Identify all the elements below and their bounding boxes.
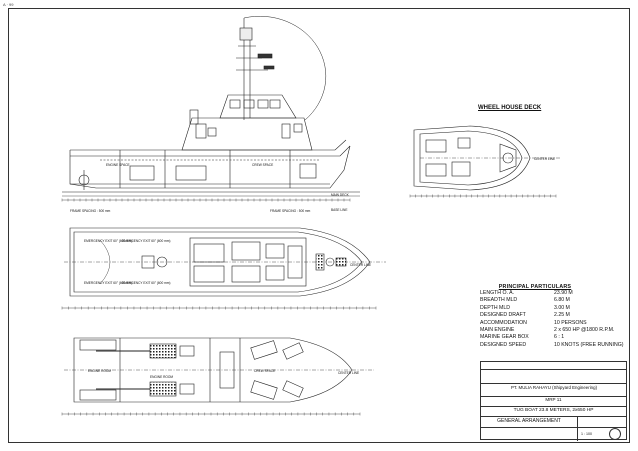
principal-particulars: PRINCIPAL PARTICULARS LENGTH O. A. 23.90 … [480,284,630,349]
particular-value: 3.00 M [554,304,570,311]
base-line-label: BASE LINE [331,208,347,212]
particular-value: 10 PERSONS [554,319,587,326]
divider [481,406,626,407]
revision-row [481,362,626,370]
wheelhouse-center-line: CENTER LINE [534,157,555,161]
crew-space-label: CREW SPACE [252,163,273,167]
engine-room-label-1: ENGINE ROOM [88,369,111,373]
divider [481,427,626,428]
particular-row: LENGTH O. A. 23.90 M [480,290,630,297]
crew-space-lower-label: CREW SPACE [254,369,275,373]
particular-key: LENGTH O. A. [480,290,515,296]
particular-row: MARINE GEAR BOX 6 : 1 [480,334,630,341]
notes-row [481,370,626,384]
particular-key: DESIGNED SPEED [480,341,527,348]
principal-particulars-title: PRINCIPAL PARTICULARS [498,284,572,290]
emergency-exit-3: EMERGENCY EXIT 60" (600 mm) [84,281,133,285]
vessel-name: TUG BOAT 23.8 METERS, 2x650 HP [513,408,594,413]
project-name: MRP 11 [545,397,562,402]
divider [481,416,626,417]
particular-row: DESIGNED DRAFT 2.25 M [480,312,630,319]
wheelhouse-title: WHEEL HOUSE DECK [478,105,542,111]
particular-key: MARINE GEAR BOX [480,334,529,341]
particular-row: MAIN ENGINE 2 x 650 HP @1800 R.P.M. [480,327,630,334]
engine-space-label: ENGINE SPACE [106,163,130,167]
lower-center-line: CENTER LINE [338,371,359,375]
drawing-title: GENERAL ARRANGEMENT [497,418,561,424]
lower-deck-plan [62,337,374,415]
frame-spacing-right: FRAME SPACING : 500 mm [270,209,311,213]
profile-view [62,16,360,197]
engine-room-label-2: ENGINE ROOM [150,375,173,379]
particular-value: 23.90 M [554,290,573,296]
particular-value: 6.80 M [554,297,570,304]
corner-label: A · 99 [3,2,14,7]
frame-spacing-left: FRAME SPACING : 500 mm [70,209,111,213]
particular-key: BREADTH MLD [480,297,518,304]
drawing-info [577,416,628,441]
main-deck-label: MAIN DECK [331,193,350,197]
main-deck-center-line: CENTER LINE [350,263,371,267]
particular-key: ACCOMMODATION [480,319,527,326]
company-name: PT. MULIA RAHAYU (Shipyard Engineering) [510,385,598,390]
emergency-exit-2: EMERGENCY EXIT 60" (600 mm) [122,239,171,243]
emergency-exit-1: EMERGENCY EXIT 60" (600 mm) [84,239,133,243]
particular-row: BREADTH MLD 6.80 M [480,297,630,304]
particular-value: 10 KNOTS (FREE RUNNING) [554,341,624,348]
particular-row: DESIGNED SPEED 10 KNOTS (FREE RUNNING) [480,342,630,349]
divider [481,396,626,397]
title-block: PT. MULIA RAHAYU (Shipyard Engineering) … [480,361,628,441]
scale-value: 1 : 100 [581,432,592,436]
drawing-frame [8,8,630,443]
particular-value: 2 x 650 HP @1800 R.P.M. [554,327,615,334]
particular-value: 2.25 M [554,312,570,319]
wheelhouse-plan [410,125,560,197]
particular-row: DEPTH MLD 3.00 M [480,305,630,312]
particular-value: 6 : 1 [554,334,565,341]
particular-key: MAIN ENGINE [480,327,515,334]
logo-icon [609,428,621,440]
particular-key: DEPTH MLD [480,304,510,311]
particular-row: ACCOMMODATION 10 PERSONS [480,320,630,327]
emergency-exit-4: EMERGENCY EXIT 60" (600 mm) [122,281,171,285]
particular-key: DESIGNED DRAFT [480,312,526,319]
